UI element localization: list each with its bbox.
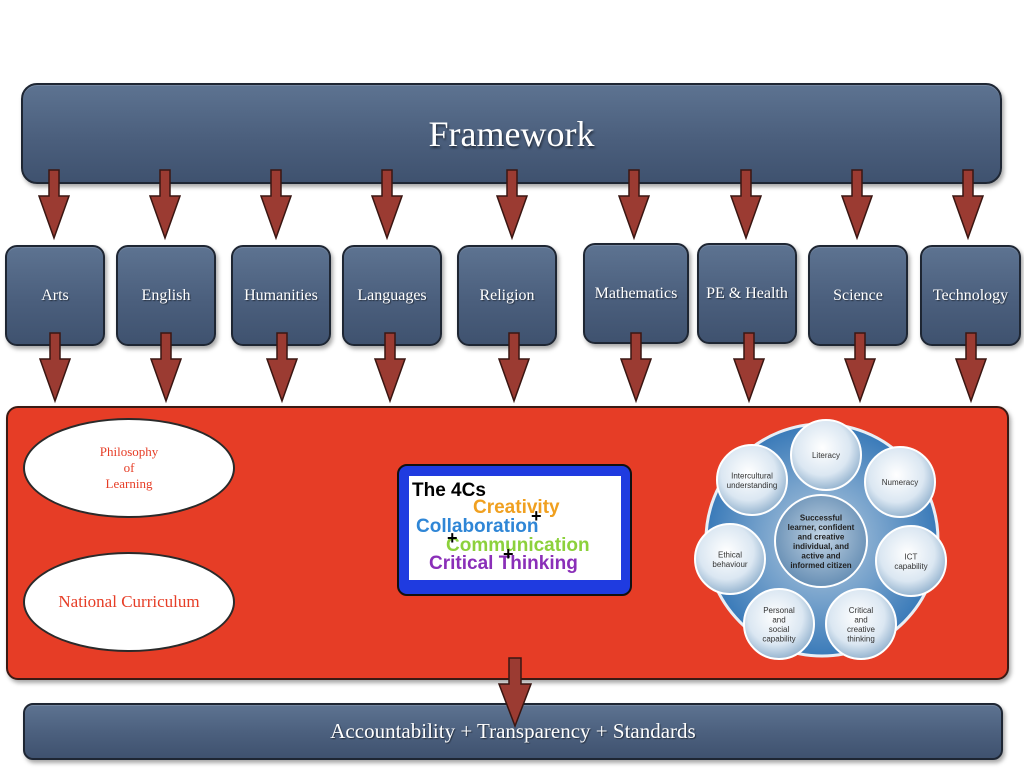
fourcs-critical-thinking: Critical Thinking <box>429 553 578 574</box>
capability-center-label: informed citizen <box>790 561 851 570</box>
fourcs-communication: Communication <box>446 535 590 556</box>
capability-label: understanding <box>727 481 778 490</box>
fourcs-creativity: Creativity <box>473 497 560 518</box>
capability-bubble <box>825 588 897 660</box>
subject-box-technology: Technology <box>920 245 1021 346</box>
capability-label: Ethical <box>718 550 742 559</box>
capability-label: social <box>769 625 790 634</box>
capability-label: capability <box>894 562 927 571</box>
fourcs-card: The 4Cs Creativity Collaboration Communi… <box>409 476 621 580</box>
capability-label: Personal <box>763 606 795 615</box>
capability-label: ICT <box>905 552 918 561</box>
capability-center-label: active and <box>801 551 840 560</box>
fourcs-plus-sign: + <box>447 528 458 548</box>
capability-label: capability <box>762 634 795 643</box>
philosophy-text: Philosophy of Learning <box>100 444 159 492</box>
philosophy-line: Philosophy <box>99 444 159 459</box>
subject-box-mathematics: Mathematics <box>583 243 689 344</box>
capability-label: and <box>854 615 867 624</box>
subject-box-arts: Arts <box>5 245 105 346</box>
capability-bubble <box>743 588 815 660</box>
capability-center-label: learner, confident <box>788 523 855 532</box>
philosophy-line: of <box>123 460 135 475</box>
capability-center-label: and creative <box>798 532 845 541</box>
subject-label: Arts <box>41 286 69 304</box>
subject-box-languages: Languages <box>342 245 442 346</box>
capability-label: Literacy <box>812 451 840 460</box>
subject-box-religion: Religion <box>457 245 557 346</box>
framework-title: Framework <box>428 113 595 154</box>
fourcs-collaboration: Collaboration <box>416 516 539 537</box>
subject-box-pe-health: PE & Health <box>697 243 797 344</box>
fourcs-plus-sign: + <box>503 544 514 564</box>
subject-label: Humanities <box>244 286 318 304</box>
framework-bar: Framework <box>21 83 1002 184</box>
capability-bubble <box>875 525 947 597</box>
subject-box-humanities: Humanities <box>231 245 331 346</box>
fourcs-plus-sign: + <box>531 506 542 526</box>
capability-center-label: Successful <box>800 513 842 522</box>
capability-label: Numeracy <box>882 478 918 487</box>
philosophy-line: Learning <box>105 476 153 491</box>
subject-label: Mathematics <box>594 284 678 302</box>
subject-label: Technology <box>932 286 1009 304</box>
capability-bubble <box>716 444 788 516</box>
accountability-bar: Accountability + Transparency + Standard… <box>23 703 1003 760</box>
capability-bubble <box>694 523 766 595</box>
subject-box-science: Science <box>808 245 908 346</box>
capability-label: creative <box>847 625 876 634</box>
philosophy-of-learning-oval: Philosophy of Learning <box>23 418 235 518</box>
capability-label: Critical <box>849 606 874 615</box>
fourcs-title: The 4Cs <box>412 480 486 501</box>
capability-label: thinking <box>847 634 875 643</box>
capability-center-bubble <box>774 494 868 588</box>
capability-bubble <box>864 446 936 518</box>
general-capabilities-wheel: LiteracyNumeracyICTcapabilityCriticaland… <box>694 419 947 660</box>
capability-label: and <box>772 615 785 624</box>
subject-label: Languages <box>357 286 427 304</box>
subject-label: Science <box>833 286 883 304</box>
subject-label: PE & Health <box>706 284 788 302</box>
capability-center-label: individual, and <box>793 542 849 551</box>
capability-bubble <box>790 419 862 491</box>
subject-box-english: English <box>116 245 216 346</box>
national-curriculum-oval: National Curriculum <box>23 552 235 652</box>
accountability-label: Accountability + Transparency + Standard… <box>330 719 696 743</box>
capability-label: behaviour <box>712 560 747 569</box>
national-curriculum-label: National Curriculum <box>58 592 200 611</box>
subject-label: Religion <box>479 286 535 304</box>
capability-label: Intercultural <box>731 471 773 480</box>
subject-label: English <box>141 286 191 304</box>
